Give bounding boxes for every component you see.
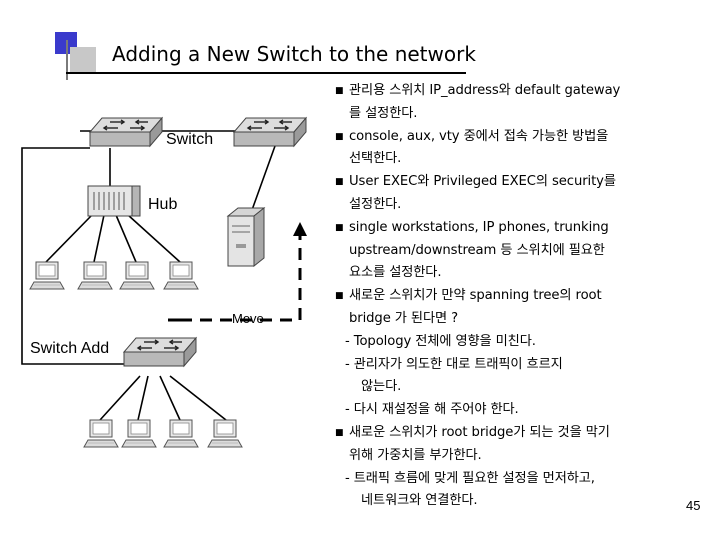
sub-item: - 트래픽 흐름에 맞게 필요한 설정을 먼저하고, [335,468,715,491]
bullet-continuation: 선택한다. [335,148,715,171]
sub-item-continuation-text: 네트워크와 연결한다. [361,493,478,509]
bullet-continuation-text: 설정한다. [349,196,402,212]
bullet-continuation-text: bridge 가 된다면 ? [349,310,459,326]
bullet-list: ■ 관리용 스위치 IP_address와 default gateway 를 설정… [335,80,715,513]
pc-icon [83,419,119,448]
move-dashed-path [168,230,302,322]
sub-item: - 다시 재설정을 해 주어야 한다. [335,399,715,422]
bullet-continuation-text: 선택한다. [349,151,402,167]
bullet-item: ■ 새로운 스위치가 만약 spanning tree의 root [335,285,715,308]
label-switch-add: Switch Add [30,340,110,357]
bullet-continuation-text: 요소를 설정한다. [349,265,442,281]
sub-item: - Topology 전체에 영향을 미친다. [335,331,715,354]
move-arrow-icon [293,222,307,236]
sub-item-text: - Topology 전체에 영향을 미친다. [345,333,536,349]
pc-icon [121,419,157,448]
sub-item-continuation: 않는다. [335,376,715,399]
label-hub: Hub [148,196,178,213]
bullet-continuation: 요소를 설정한다. [335,262,715,285]
bullet-continuation: upstream/downstream 등 스위치에 필요한 [335,240,715,263]
bullet-continuation: 를 설정한다. [335,103,715,126]
logo-square-gray [70,47,96,73]
square-bullet-icon: ■ [335,86,344,96]
sub-item-continuation: 네트워크와 연결한다. [335,490,715,513]
bullet-text: 새로운 스위치가 root bridge가 되는 것을 막기 [349,424,610,440]
square-bullet-icon: ■ [335,222,344,233]
bullet-continuation: bridge 가 된다면 ? [335,308,715,331]
bullet-item: ■ console, aux, vty 중에서 접속 가능한 방법을 [335,126,715,149]
page-number: 45 [686,498,701,513]
square-bullet-icon: ■ [335,427,344,438]
square-bullet-icon: ■ [335,291,344,302]
bullet-text: 관리용 스위치 IP_address와 default gateway [349,83,621,98]
pc-icon [163,261,199,290]
square-bullet-icon: ■ [335,177,344,188]
switch-add-icon [123,337,197,367]
pc-icon [29,261,65,290]
sub-item-continuation-text: 않는다. [361,379,402,395]
pc-icon [77,261,113,290]
bullet-continuation: 설정한다. [335,194,715,217]
hub-icon [87,185,141,217]
sub-item: - 관리자가 의도한 대로 트래픽이 흐르지 [335,354,715,377]
switch-left-icon [89,117,163,147]
bullet-continuation-text: upstream/downstream 등 스위치에 필요한 [349,242,605,258]
slide-title: Adding a New Switch to the network [112,42,476,66]
switch-right-icon [233,117,307,147]
square-bullet-icon: ■ [335,131,344,142]
bullet-item: ■ single workstations, IP phones, trunkin… [335,217,715,240]
title-underline [66,72,466,74]
network-diagram [21,117,307,448]
pc-icon [119,261,155,290]
label-switch: Switch [166,131,214,148]
bullet-continuation-text: 위해 가중치를 부가한다. [349,447,482,463]
sub-item-text: - 다시 재설정을 해 주어야 한다. [345,402,519,418]
bullet-continuation: 위해 가중치를 부가한다. [335,445,715,468]
bullet-text: 새로운 스위치가 만약 spanning tree의 root [349,288,602,304]
bullet-item: ■ 관리용 스위치 IP_address와 default gateway [335,80,715,103]
pc-icon [207,419,243,448]
bullet-item: ■ 새로운 스위치가 root bridge가 되는 것을 막기 [335,422,715,445]
bullet-text: console, aux, vty 중에서 접속 가능한 방법을 [349,128,609,144]
bullet-continuation-text: 를 설정한다. [349,105,418,121]
logo-vertical-line [66,40,68,80]
bullet-item: ■ User EXEC와 Privileged EXEC의 security를 [335,171,715,194]
sub-item-text: - 트래픽 흐름에 맞게 필요한 설정을 먼저하고, [345,470,595,486]
bullet-text: single workstations, IP phones, trunking [349,219,609,235]
server-icon [226,206,266,268]
pc-icon [163,419,199,448]
bullet-text: User EXEC와 Privileged EXEC의 security를 [349,174,616,190]
sub-item-text: - 관리자가 의도한 대로 트래픽이 흐르지 [345,356,563,372]
label-move: Move [232,311,264,326]
